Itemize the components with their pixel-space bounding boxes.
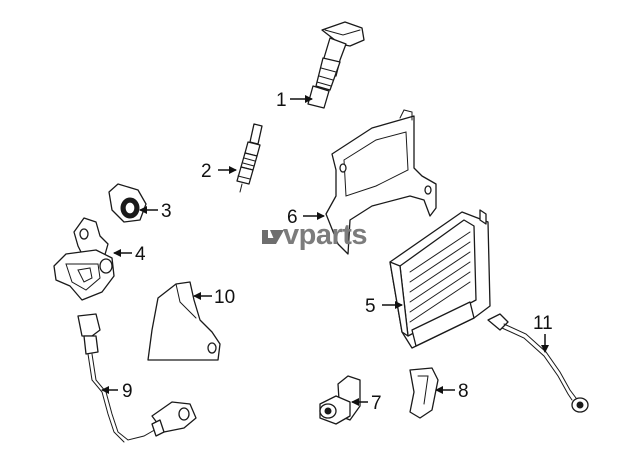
leader-lines	[101, 95, 549, 406]
part-small-bracket[interactable]	[409, 367, 439, 419]
part-mounting-bracket[interactable]	[325, 109, 437, 255]
part-sensor-wire-harness[interactable]	[77, 313, 197, 443]
callout-11: 11	[533, 313, 553, 334]
callout-10: 10	[214, 287, 235, 308]
callout-3: 3	[161, 201, 172, 222]
part-bracket-assembly[interactable]	[53, 217, 115, 301]
part-knock-sensor[interactable]	[487, 313, 589, 413]
callout-labels: 1 2 3 4 5 6 7 8 9 10 11	[122, 90, 553, 414]
part-ignition-coil[interactable]	[307, 21, 365, 109]
callout-6: 6	[287, 207, 298, 228]
part-connector[interactable]	[319, 375, 361, 425]
callout-9: 9	[122, 381, 133, 402]
part-spark-plug[interactable]	[236, 123, 263, 193]
callout-4: 4	[135, 244, 146, 265]
part-engine-control-module[interactable]	[389, 209, 491, 349]
callout-7: 7	[371, 393, 382, 414]
callout-5: 5	[365, 296, 376, 317]
callout-1: 1	[276, 90, 287, 111]
watermark-text: vparts	[283, 219, 367, 251]
lv-logo-icon	[262, 230, 284, 244]
callout-8: 8	[458, 381, 469, 402]
watermark: vparts	[262, 219, 368, 251]
callout-2: 2	[201, 161, 212, 182]
part-sensor[interactable]	[108, 183, 147, 223]
part-cover-shield[interactable]	[147, 281, 221, 361]
